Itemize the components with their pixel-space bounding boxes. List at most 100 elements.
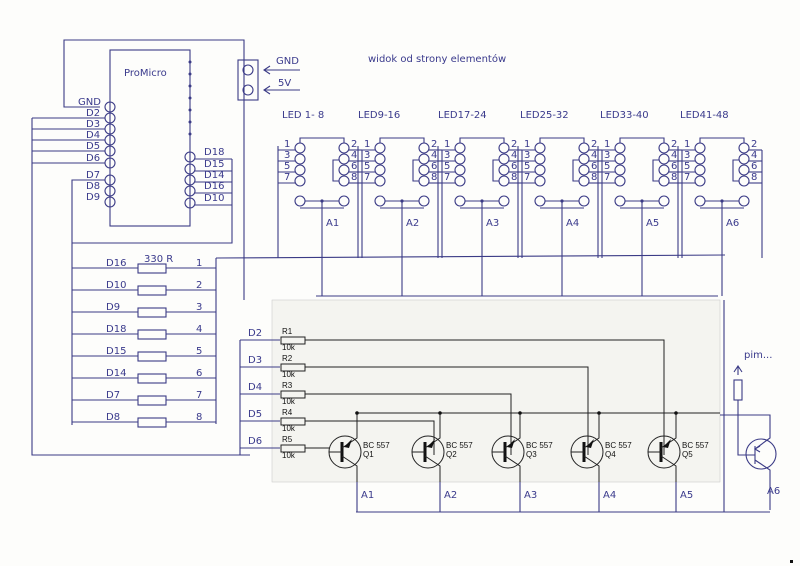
socket-top [699, 137, 745, 143]
transistor-type: BC 557 [526, 441, 553, 450]
socket-pin [738, 195, 750, 207]
pin-number: 4 [511, 150, 517, 161]
pin-label: D14 [204, 170, 224, 181]
emitter-arrow-icon [586, 439, 594, 448]
gnd-wire [63, 39, 245, 300]
pin-number: 2 [351, 139, 357, 150]
resistor-body [137, 395, 167, 406]
resistor-body [137, 285, 167, 296]
collector-label: A5 [680, 490, 693, 501]
pin-number: 3 [284, 150, 290, 161]
socket-pin [694, 175, 706, 187]
cathode-pin-label: D16 [106, 258, 126, 269]
socket-pin [454, 175, 466, 187]
socket-pin [418, 195, 430, 207]
pin-number: 3 [364, 150, 370, 161]
led-group-label: LED25-32 [520, 110, 569, 121]
pin-number: 3 [684, 150, 690, 161]
pin-label: D7 [86, 170, 100, 181]
socket-pin [614, 195, 626, 207]
pin-number: 2 [671, 139, 677, 150]
promicro-outline [109, 49, 191, 227]
resistor-value: 10k [282, 451, 296, 460]
pin-number: 1 [524, 139, 530, 150]
transistor-type: BC 557 [363, 441, 390, 450]
base-wire [305, 393, 512, 455]
led-group-label: LED17-24 [438, 110, 487, 121]
socket-pin [374, 153, 386, 165]
cathode-pin-label: D18 [106, 324, 126, 335]
socket-top [619, 137, 665, 143]
socket-pin [498, 153, 510, 165]
d7-d9-bus [71, 179, 105, 425]
resistor-ref: R1 [282, 327, 293, 336]
resistor-ref: R4 [282, 408, 293, 417]
socket-bridge [332, 159, 339, 182]
socket-top [299, 137, 345, 143]
resistor-value: 10k [282, 343, 296, 352]
cathode-pin-label: D14 [106, 368, 126, 379]
socket-pin [294, 142, 306, 154]
socket-pin [534, 164, 546, 176]
pin-label: GND [78, 97, 101, 108]
pin-number: 6 [671, 161, 677, 172]
pin-number: 5 [604, 161, 610, 172]
base-pin-label: D2 [248, 328, 262, 339]
pin-dot [188, 120, 192, 124]
socket-pin [534, 175, 546, 187]
base-wire [305, 339, 665, 455]
transistor-ref: Q4 [605, 450, 616, 459]
pin-number: 8 [431, 172, 437, 183]
base-pin-label: D3 [248, 355, 262, 366]
socket-pin [578, 175, 590, 187]
pin-d10 [184, 197, 196, 209]
socket-pin [418, 175, 430, 187]
collector-label: A3 [524, 490, 537, 501]
pin-number: 5 [524, 161, 530, 172]
socket-pin [738, 153, 750, 165]
collector-label: A1 [361, 490, 374, 501]
led-group-label: LED33-40 [600, 110, 649, 121]
led-group-label: LED9-16 [358, 110, 400, 121]
cathode-number: 5 [196, 346, 202, 357]
pin-number: 1 [604, 139, 610, 150]
transistor-type: BC 557 [446, 441, 473, 450]
base-wire [305, 420, 435, 455]
junction-dot [438, 411, 442, 415]
socket-pin [694, 153, 706, 165]
socket-pin [658, 142, 670, 154]
5v-label: 5V [278, 78, 291, 89]
pin-number: 8 [671, 172, 677, 183]
socket-bridge [572, 159, 579, 182]
pin-number: 2 [591, 139, 597, 150]
cathode-resistor-value: 330 R [144, 254, 173, 265]
anode-label: A6 [726, 218, 739, 229]
pin-d9 [104, 196, 116, 208]
socket-bridge [652, 159, 659, 182]
socket-pin [338, 164, 350, 176]
cathode-pin-label: D7 [106, 390, 120, 401]
pin-label: D8 [86, 181, 100, 192]
pin-number: 4 [671, 150, 677, 161]
socket-pin [418, 153, 430, 165]
pin-number: 6 [511, 161, 517, 172]
pin-dot [188, 72, 192, 76]
pin-number: 8 [751, 172, 757, 183]
socket-pin [294, 195, 306, 207]
transistor-ref: Q2 [446, 450, 457, 459]
pin-number: 2 [431, 139, 437, 150]
gnd-label: GND [276, 56, 299, 67]
base-pin-label: D4 [248, 382, 262, 393]
